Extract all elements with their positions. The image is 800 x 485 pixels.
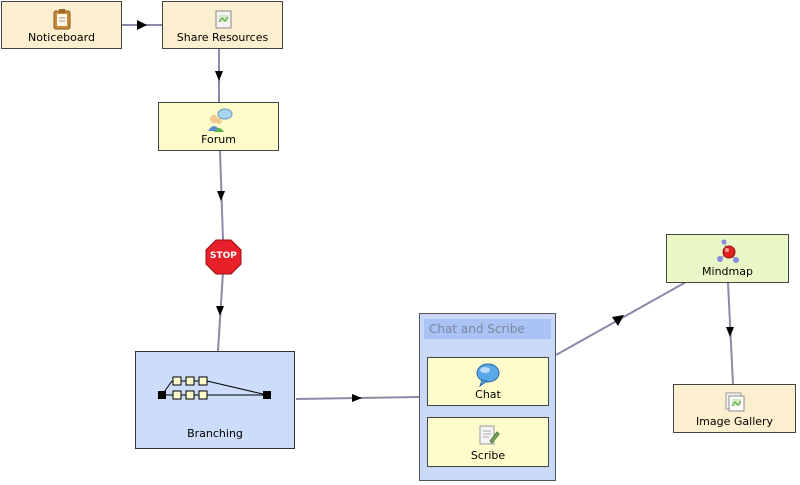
forum-node[interactable]: Forum	[158, 102, 279, 151]
node-label: Scribe	[470, 449, 506, 462]
arrowhead	[352, 394, 362, 402]
share-resources-icon	[215, 10, 231, 29]
arrowhead	[217, 191, 225, 201]
chat-and-scribe-group[interactable]: Chat and Scribe Chat Scribe	[419, 313, 556, 481]
group-title: Chat and Scribe	[424, 319, 551, 339]
image-gallery-node[interactable]: Image Gallery	[673, 384, 796, 433]
scribe-node[interactable]: Scribe	[427, 417, 549, 467]
forum-icon	[207, 108, 232, 132]
mindmap-icon	[716, 239, 739, 263]
node-label: Noticeboard	[28, 31, 95, 44]
share-resources-node[interactable]: Share Resources	[162, 1, 283, 49]
chat-icon	[476, 363, 500, 387]
node-label: Branching	[187, 427, 243, 440]
branching-icon	[158, 376, 271, 400]
node-label: Image Gallery	[695, 415, 774, 428]
arrowhead	[612, 315, 624, 326]
chat-node[interactable]: Chat	[427, 357, 549, 406]
arrowhead	[137, 20, 147, 30]
branching-node[interactable]: Branching	[135, 351, 295, 449]
arrowhead	[215, 71, 223, 81]
node-label: Chat	[475, 388, 501, 401]
image-gallery-icon	[725, 392, 744, 412]
stop-sign-label: STOP	[210, 251, 237, 261]
arrowhead	[216, 306, 224, 316]
noticeboard-node[interactable]: Noticeboard	[1, 1, 122, 49]
node-label: Forum	[201, 133, 236, 146]
arrowhead	[726, 327, 734, 337]
node-label: Mindmap	[702, 265, 753, 278]
noticeboard-icon	[53, 9, 70, 30]
scribe-icon	[479, 425, 500, 445]
node-label: Share Resources	[176, 31, 269, 44]
stop-sign-icon	[205, 239, 242, 275]
mindmap-node[interactable]: Mindmap	[666, 234, 789, 283]
